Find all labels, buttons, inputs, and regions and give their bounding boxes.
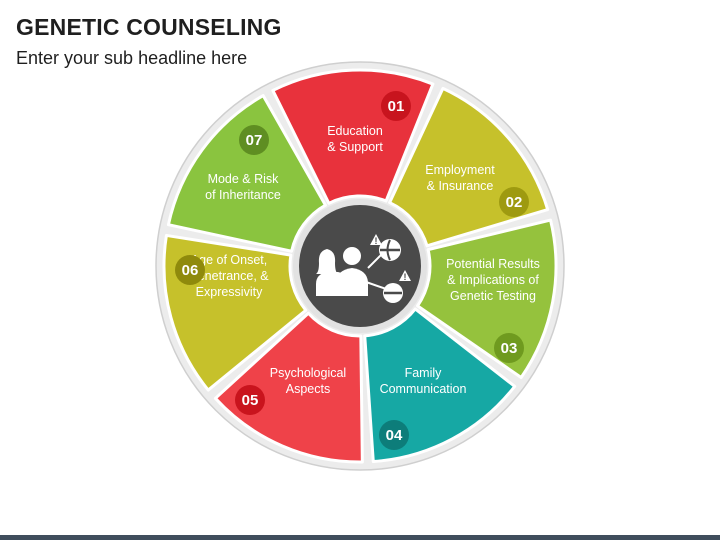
segment-label-line: & Implications of: [447, 273, 539, 287]
segment-label: Age of Onset, Penetrance, & Expressivity: [189, 253, 269, 299]
segment-label: Mode & Risk of Inheritance: [205, 172, 281, 202]
segment-label: Employment & Insurance: [425, 163, 495, 193]
segment-label-line: Aspects: [286, 382, 330, 396]
segment-03: Potential Results & Implications of Geneti…: [416, 218, 558, 380]
segment-label-line: Penetrance, &: [189, 269, 269, 283]
svg-text:!: !: [404, 272, 407, 282]
segment-label-line: Age of Onset,: [191, 253, 267, 267]
segment-label-line: Psychological: [270, 366, 346, 380]
segment-label-line: & Support: [327, 140, 383, 154]
segment-label-line: Communication: [380, 382, 467, 396]
segment-label-line: Family: [405, 366, 443, 380]
segment-number: 01: [388, 98, 405, 115]
segment-label: Potential Results & Implications of Geneti…: [446, 257, 540, 303]
segment-shape: [416, 218, 558, 380]
segment-badge: [239, 125, 269, 155]
page-subtitle: Enter your sub headline here: [16, 48, 248, 68]
segment-07: Mode & Risk of Inheritance 07: [166, 94, 327, 253]
segment-number: 06: [182, 262, 199, 279]
segment-label-line: Mode & Risk: [208, 172, 280, 186]
segment-label-line: Education: [327, 124, 383, 138]
segment-01: Education & Support 01: [271, 68, 435, 205]
segment-shape: [166, 94, 327, 253]
segment-badge: [499, 187, 529, 217]
bottom-bar: [0, 535, 720, 540]
segment-label-line: Employment: [425, 163, 495, 177]
center-disc: [299, 205, 421, 327]
segment-number: 05: [242, 392, 259, 409]
segment-number: 07: [246, 132, 263, 149]
segment-label-line: of Inheritance: [205, 188, 281, 202]
segment-badge: [494, 333, 524, 363]
segment-number: 04: [386, 427, 403, 444]
segment-label-line: Expressivity: [196, 285, 263, 299]
segment-label-line: Genetic Testing: [450, 289, 536, 303]
segment-badge: [235, 385, 265, 415]
segment-badge: [379, 420, 409, 450]
segment-shape: [213, 311, 364, 464]
segment-label-line: & Insurance: [427, 179, 494, 193]
genetic-counseling-icon: ! !: [316, 234, 411, 303]
svg-text:!: !: [375, 236, 378, 246]
segment-label: Education & Support: [327, 124, 383, 154]
segment-label-line: Potential Results: [446, 257, 540, 271]
segment-number: 02: [506, 194, 523, 211]
segment-06: Age of Onset, Penetrance, & Expressivity 06: [162, 233, 308, 392]
segment-badge: [175, 255, 205, 285]
segment-02: Employment & Insurance 02: [388, 86, 550, 248]
segment-badge: [381, 91, 411, 121]
segment-number: 03: [501, 340, 518, 357]
page-title: GENETIC COUNSELING: [16, 14, 282, 40]
